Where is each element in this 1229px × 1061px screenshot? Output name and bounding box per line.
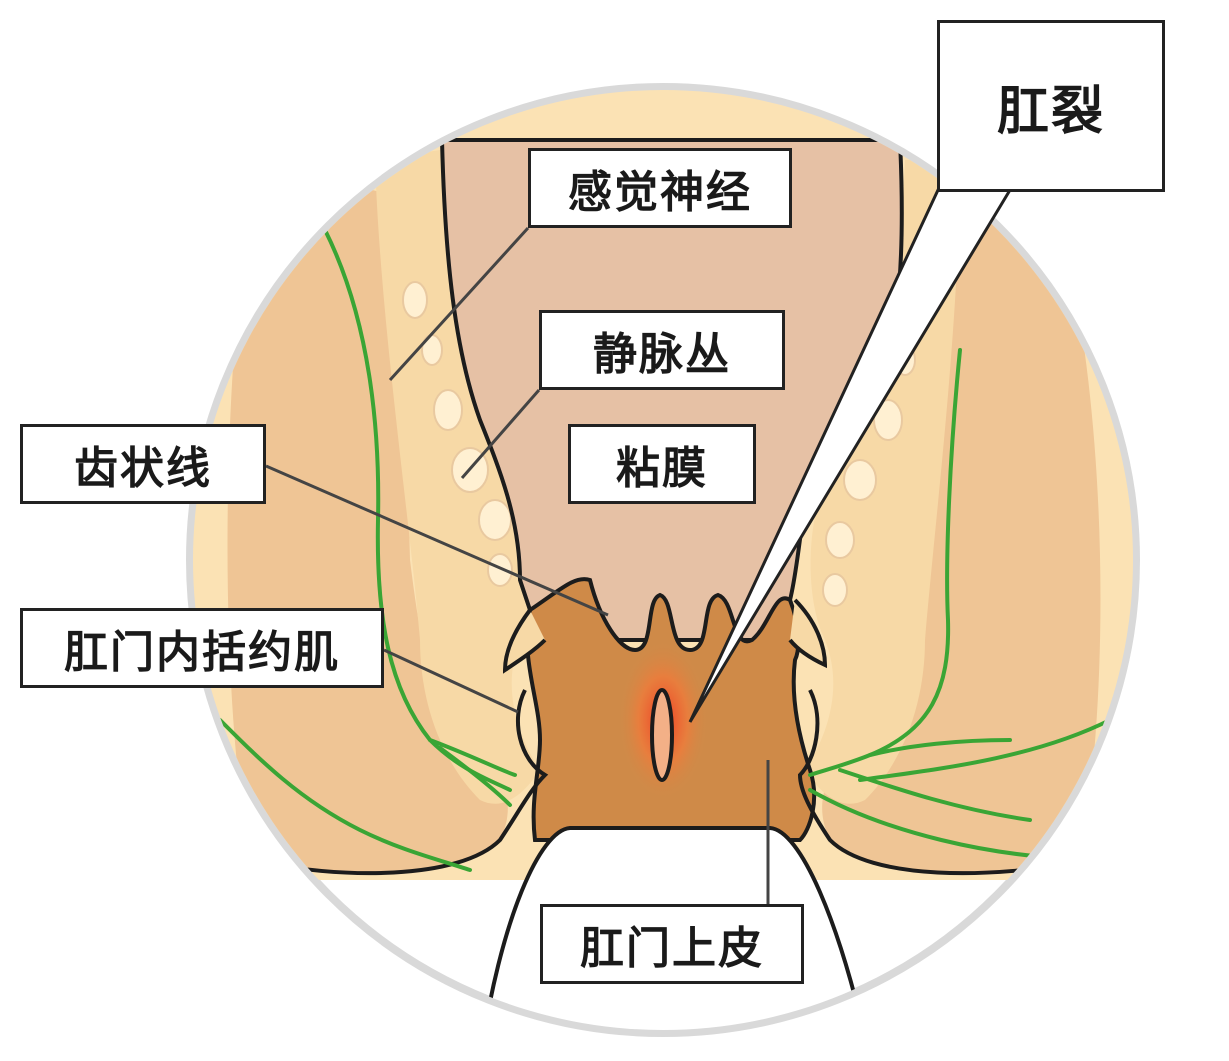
fissure-slit (650, 688, 674, 782)
leader-internal-sphincter (383, 648, 519, 714)
leader-sensory-nerve (388, 226, 530, 382)
label-dentate-line: 齿状线 (20, 424, 266, 504)
right-anal-valve (788, 598, 828, 669)
left-anal-valve (502, 608, 547, 674)
right-skin-outline (797, 689, 1091, 876)
left-skin-outline (249, 689, 549, 876)
leader-venous-plexus (460, 389, 541, 479)
leader-lines (265, 226, 770, 904)
label-internal-sphincter: 肛门内括约肌 (20, 608, 384, 688)
label-anoderm: 肛门上皮 (540, 904, 804, 984)
label-sensory-nerve: 感觉神经 (528, 148, 792, 228)
sensory-nerve-left (218, 228, 517, 872)
leader-dentate-line (265, 464, 609, 617)
label-mucosa: 粘膜 (568, 424, 756, 504)
label-anal-fissure: 肛裂 (937, 20, 1165, 192)
label-venous-plexus: 静脉丛 (539, 310, 785, 390)
